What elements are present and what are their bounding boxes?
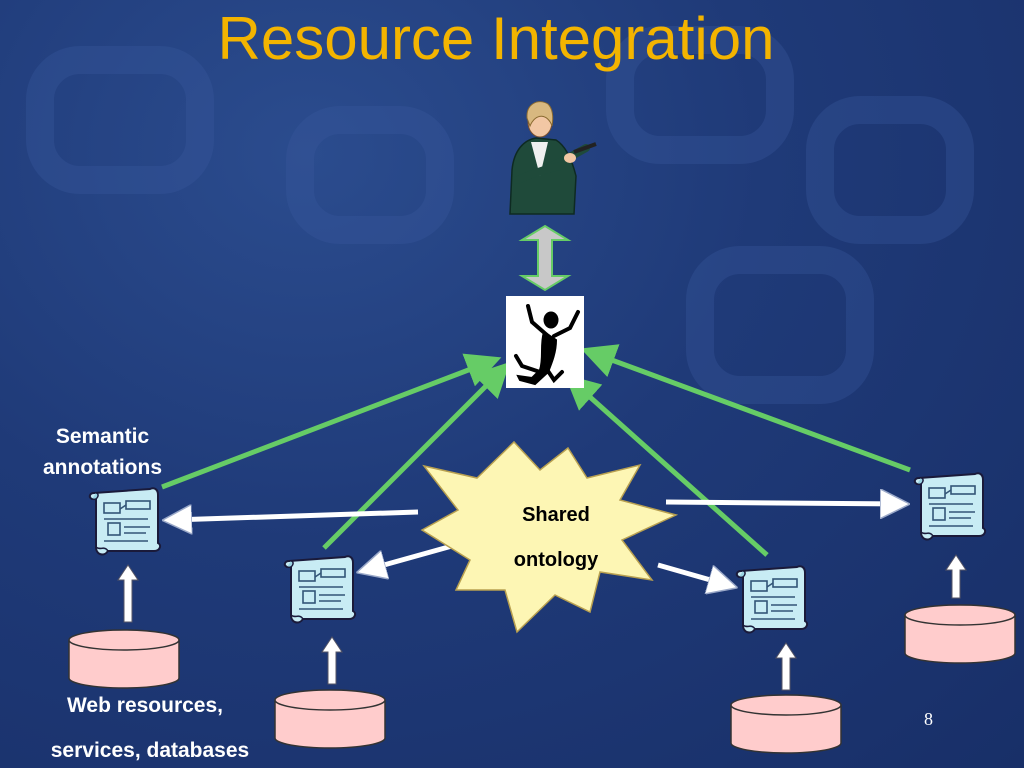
white-arrow-to-doc3 (657, 562, 728, 585)
bidirectional-arrow (518, 224, 572, 292)
stick-figure-agent-icon (506, 296, 584, 388)
cylinder-database-icon (274, 689, 386, 749)
cylinder-database-icon (904, 604, 1016, 664)
scroll-document-icon (88, 487, 162, 556)
green-arrow-doc3 (564, 374, 769, 557)
ontology-label: ontology (513, 549, 599, 571)
up-arrow-db2 (321, 636, 343, 685)
green-arrow-doc1 (161, 353, 502, 490)
semantic-annotations-label: Semantic annotations (20, 421, 185, 483)
shared-ontology-star (420, 440, 679, 634)
semantic-label-line1: Semantic (55, 425, 150, 448)
green-arrow-doc4 (580, 344, 911, 473)
semantic-label-line2: annotations (43, 456, 162, 479)
up-arrow-db4 (945, 554, 967, 599)
up-arrow-db1 (117, 564, 139, 623)
cylinder-database-icon (730, 694, 842, 754)
slide-title: Resource Integration (217, 5, 775, 72)
scroll-document-icon (735, 565, 809, 634)
page-number: 8 (924, 709, 933, 729)
green-arrow-doc2 (322, 361, 511, 550)
up-arrow-db3 (775, 642, 797, 691)
web-resources-label: Web resources, (66, 694, 223, 717)
shared-label: Shared (522, 504, 590, 526)
db-arrows (117, 554, 967, 691)
services-databases-label: services, databases (50, 739, 250, 762)
white-arrow-to-doc4 (665, 502, 900, 504)
white-arrow-to-doc1 (172, 512, 419, 520)
scroll-document-icon (913, 472, 987, 541)
cylinder-database-icon (68, 629, 180, 689)
white-arrow-to-doc2 (366, 543, 453, 570)
businesswoman-with-phone-icon (509, 101, 597, 215)
scroll-document-icon (283, 555, 357, 624)
